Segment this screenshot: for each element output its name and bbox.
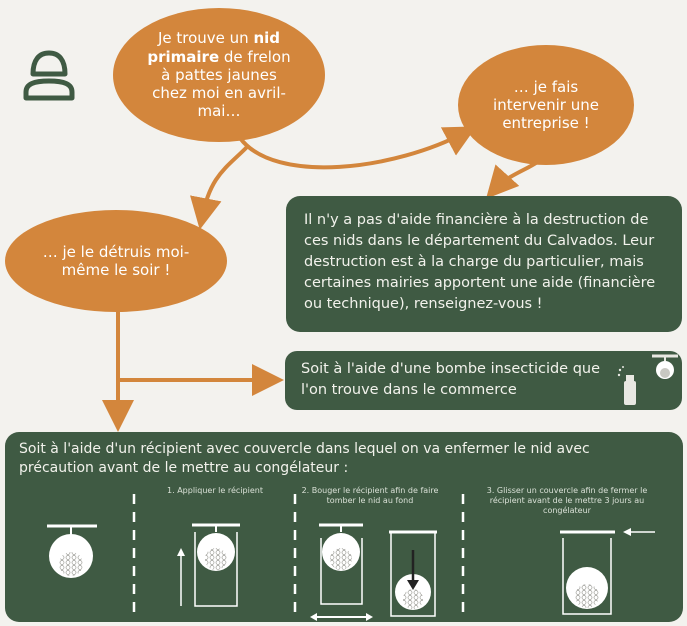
spray-can-icon: [617, 354, 678, 405]
step-1-caption: 1. Appliquer le récipient: [167, 486, 263, 495]
bubble-nid-primaire: Je trouve un nid primaire de frelon à pa…: [113, 8, 325, 142]
step-3-caption: 3. Glisser un couvercle afin de fermer l…: [486, 486, 648, 515]
container-steps-illustration: [47, 494, 655, 621]
arrow-to-moi-meme: [190, 146, 248, 230]
bubble-entreprise: … je fais intervenir une entreprise !: [458, 45, 634, 165]
person-icon: [23, 50, 75, 101]
info-box-bombe-insecticide: Soit à l'aide d'une bombe insecticide qu…: [285, 351, 682, 410]
container-icon: [194, 532, 238, 607]
info-box-aide: Il n'y a pas d'aide financière à la dest…: [286, 196, 682, 332]
arrow-to-entreprise: [238, 126, 477, 170]
bubble-moi-meme: … je le détruis moi-même le soir !: [5, 210, 227, 312]
nest-icon: [47, 524, 97, 578]
step-2-caption: 2. Bouger le récipient afin de faire tom…: [301, 486, 439, 505]
